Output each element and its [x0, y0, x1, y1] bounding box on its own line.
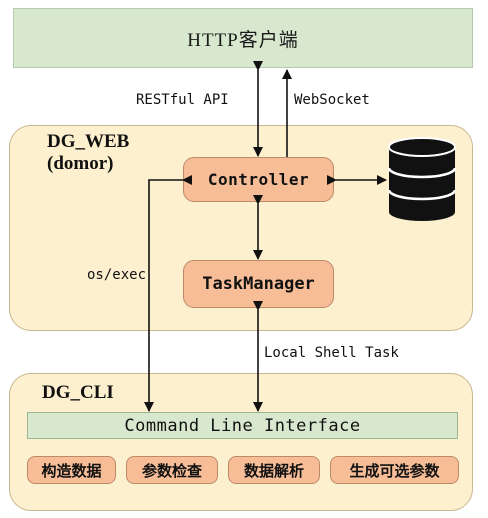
command-line-interface-box: Command Line Interface — [27, 412, 458, 439]
os-exec-label: os/exec — [87, 267, 147, 283]
cli-function-check-params: 参数检查 — [126, 456, 218, 484]
restful-api-label: RESTful API — [136, 92, 229, 108]
websocket-label: WebSocket — [294, 92, 370, 108]
dg-cli-title: DG_CLI — [42, 382, 114, 403]
os-exec-arrow — [144, 175, 192, 412]
cli-function-label: 生成可选参数 — [349, 461, 440, 480]
cli-function-label: 数据解析 — [243, 461, 304, 480]
http-client-label: HTTP客户端 — [187, 29, 299, 51]
cli-function-label: 构造数据 — [41, 461, 102, 480]
http-client-box: HTTP客户端 — [13, 8, 473, 68]
controller-box: Controller — [183, 157, 334, 202]
cli-interface-label: Command Line Interface — [124, 415, 361, 436]
controller-label: Controller — [207, 170, 310, 189]
cli-function-label: 参数检查 — [141, 461, 202, 480]
cli-function-build-data: 构造数据 — [27, 456, 116, 484]
taskmanager-box: TaskManager — [183, 260, 334, 308]
taskmanager-label: TaskManager — [202, 274, 315, 294]
dg-cli-panel — [9, 373, 473, 511]
database-icon — [387, 137, 457, 221]
local-shell-task-label: Local Shell Task — [264, 345, 399, 361]
cli-function-parse-data: 数据解析 — [228, 456, 320, 484]
cli-function-generate-options: 生成可选参数 — [330, 456, 459, 484]
dg-web-title: DG_WEB (domor) — [47, 131, 130, 174]
